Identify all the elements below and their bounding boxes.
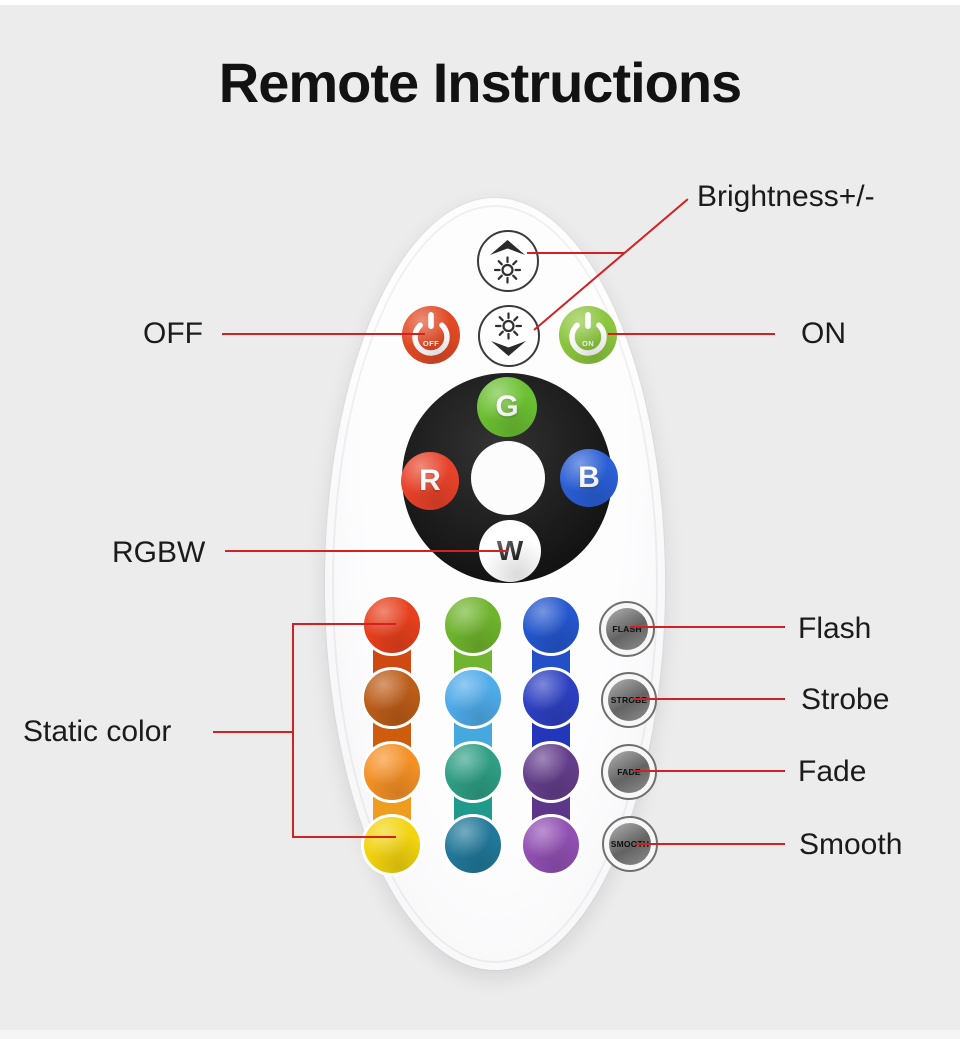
red-key: R [401, 452, 459, 510]
blue-key-label: B [578, 461, 600, 494]
callout-line-rgbw [225, 550, 508, 552]
sun-icon [493, 256, 522, 284]
callout-line-smooth [635, 843, 785, 845]
fade-button: FADE [601, 744, 657, 800]
off-label: OFF [143, 317, 203, 350]
top-strip [0, 0, 960, 5]
brightness-up-icon [490, 240, 525, 284]
green-key: G [477, 377, 537, 437]
power-on-button: ON [559, 306, 617, 364]
brightness-label: Brightness+/- [697, 180, 875, 213]
color-swatch-sky-blue [442, 667, 504, 729]
flash-button-label: FLASH [606, 608, 648, 650]
chevron-up-icon [490, 240, 525, 255]
callout-line-fade [633, 770, 785, 772]
fade-label: Fade [798, 755, 867, 788]
power-icon [569, 312, 607, 356]
chevron-down-icon [491, 341, 526, 356]
callout-line-static-top [292, 623, 396, 625]
power-off-button-label: OFF [422, 339, 440, 349]
power-icon [412, 312, 450, 356]
callout-line-static-middle [213, 731, 293, 733]
remote-inner-outline [332, 205, 658, 963]
color-swatch-purple [520, 814, 582, 876]
strobe-label: Strobe [801, 683, 890, 716]
rgbw-label: RGBW [112, 536, 206, 569]
static-color-label: Static color [23, 715, 172, 748]
flash-button: FLASH [599, 601, 655, 657]
callout-line-flash [630, 626, 785, 628]
power-on-button-label: ON [581, 339, 595, 349]
power-off-button: OFF [402, 306, 460, 364]
callout-line-static-vertical [292, 623, 294, 838]
dpad-center-hole [471, 441, 545, 515]
brightness-up-button [477, 230, 539, 292]
smooth-button-label: SMOOTH [609, 823, 651, 865]
on-label: ON [801, 317, 846, 350]
callout-line-brightness-up [527, 252, 624, 254]
color-swatch-green [442, 594, 504, 656]
bottom-strip [0, 1030, 960, 1039]
color-swatch-yellow [361, 814, 423, 876]
color-swatch-indigo [520, 667, 582, 729]
callout-line-static-bottom [292, 836, 396, 838]
flash-label: Flash [798, 612, 872, 645]
color-swatch-dark-purple [520, 741, 582, 803]
callout-line-off [222, 333, 425, 335]
callout-line-on [608, 333, 775, 335]
color-swatch-dark-orange [361, 667, 423, 729]
green-key-label: G [495, 390, 519, 423]
color-swatch-dark-teal [442, 814, 504, 876]
brightness-down-button [478, 305, 540, 367]
page-title: Remote Instructions [218, 51, 742, 114]
color-swatch-orange [361, 741, 423, 803]
color-swatch-red [361, 594, 423, 656]
sun-icon [494, 312, 523, 340]
red-key-label: R [419, 464, 441, 497]
color-swatch-teal [442, 741, 504, 803]
color-swatch-blue [520, 594, 582, 656]
smooth-label: Smooth [799, 828, 903, 861]
fade-button-label: FADE [608, 751, 650, 793]
callout-line-strobe [633, 698, 785, 700]
strobe-button: STROBE [601, 672, 657, 728]
blue-key: B [560, 449, 618, 507]
strobe-button-label: STROBE [608, 679, 650, 721]
brightness-down-icon [491, 312, 526, 356]
